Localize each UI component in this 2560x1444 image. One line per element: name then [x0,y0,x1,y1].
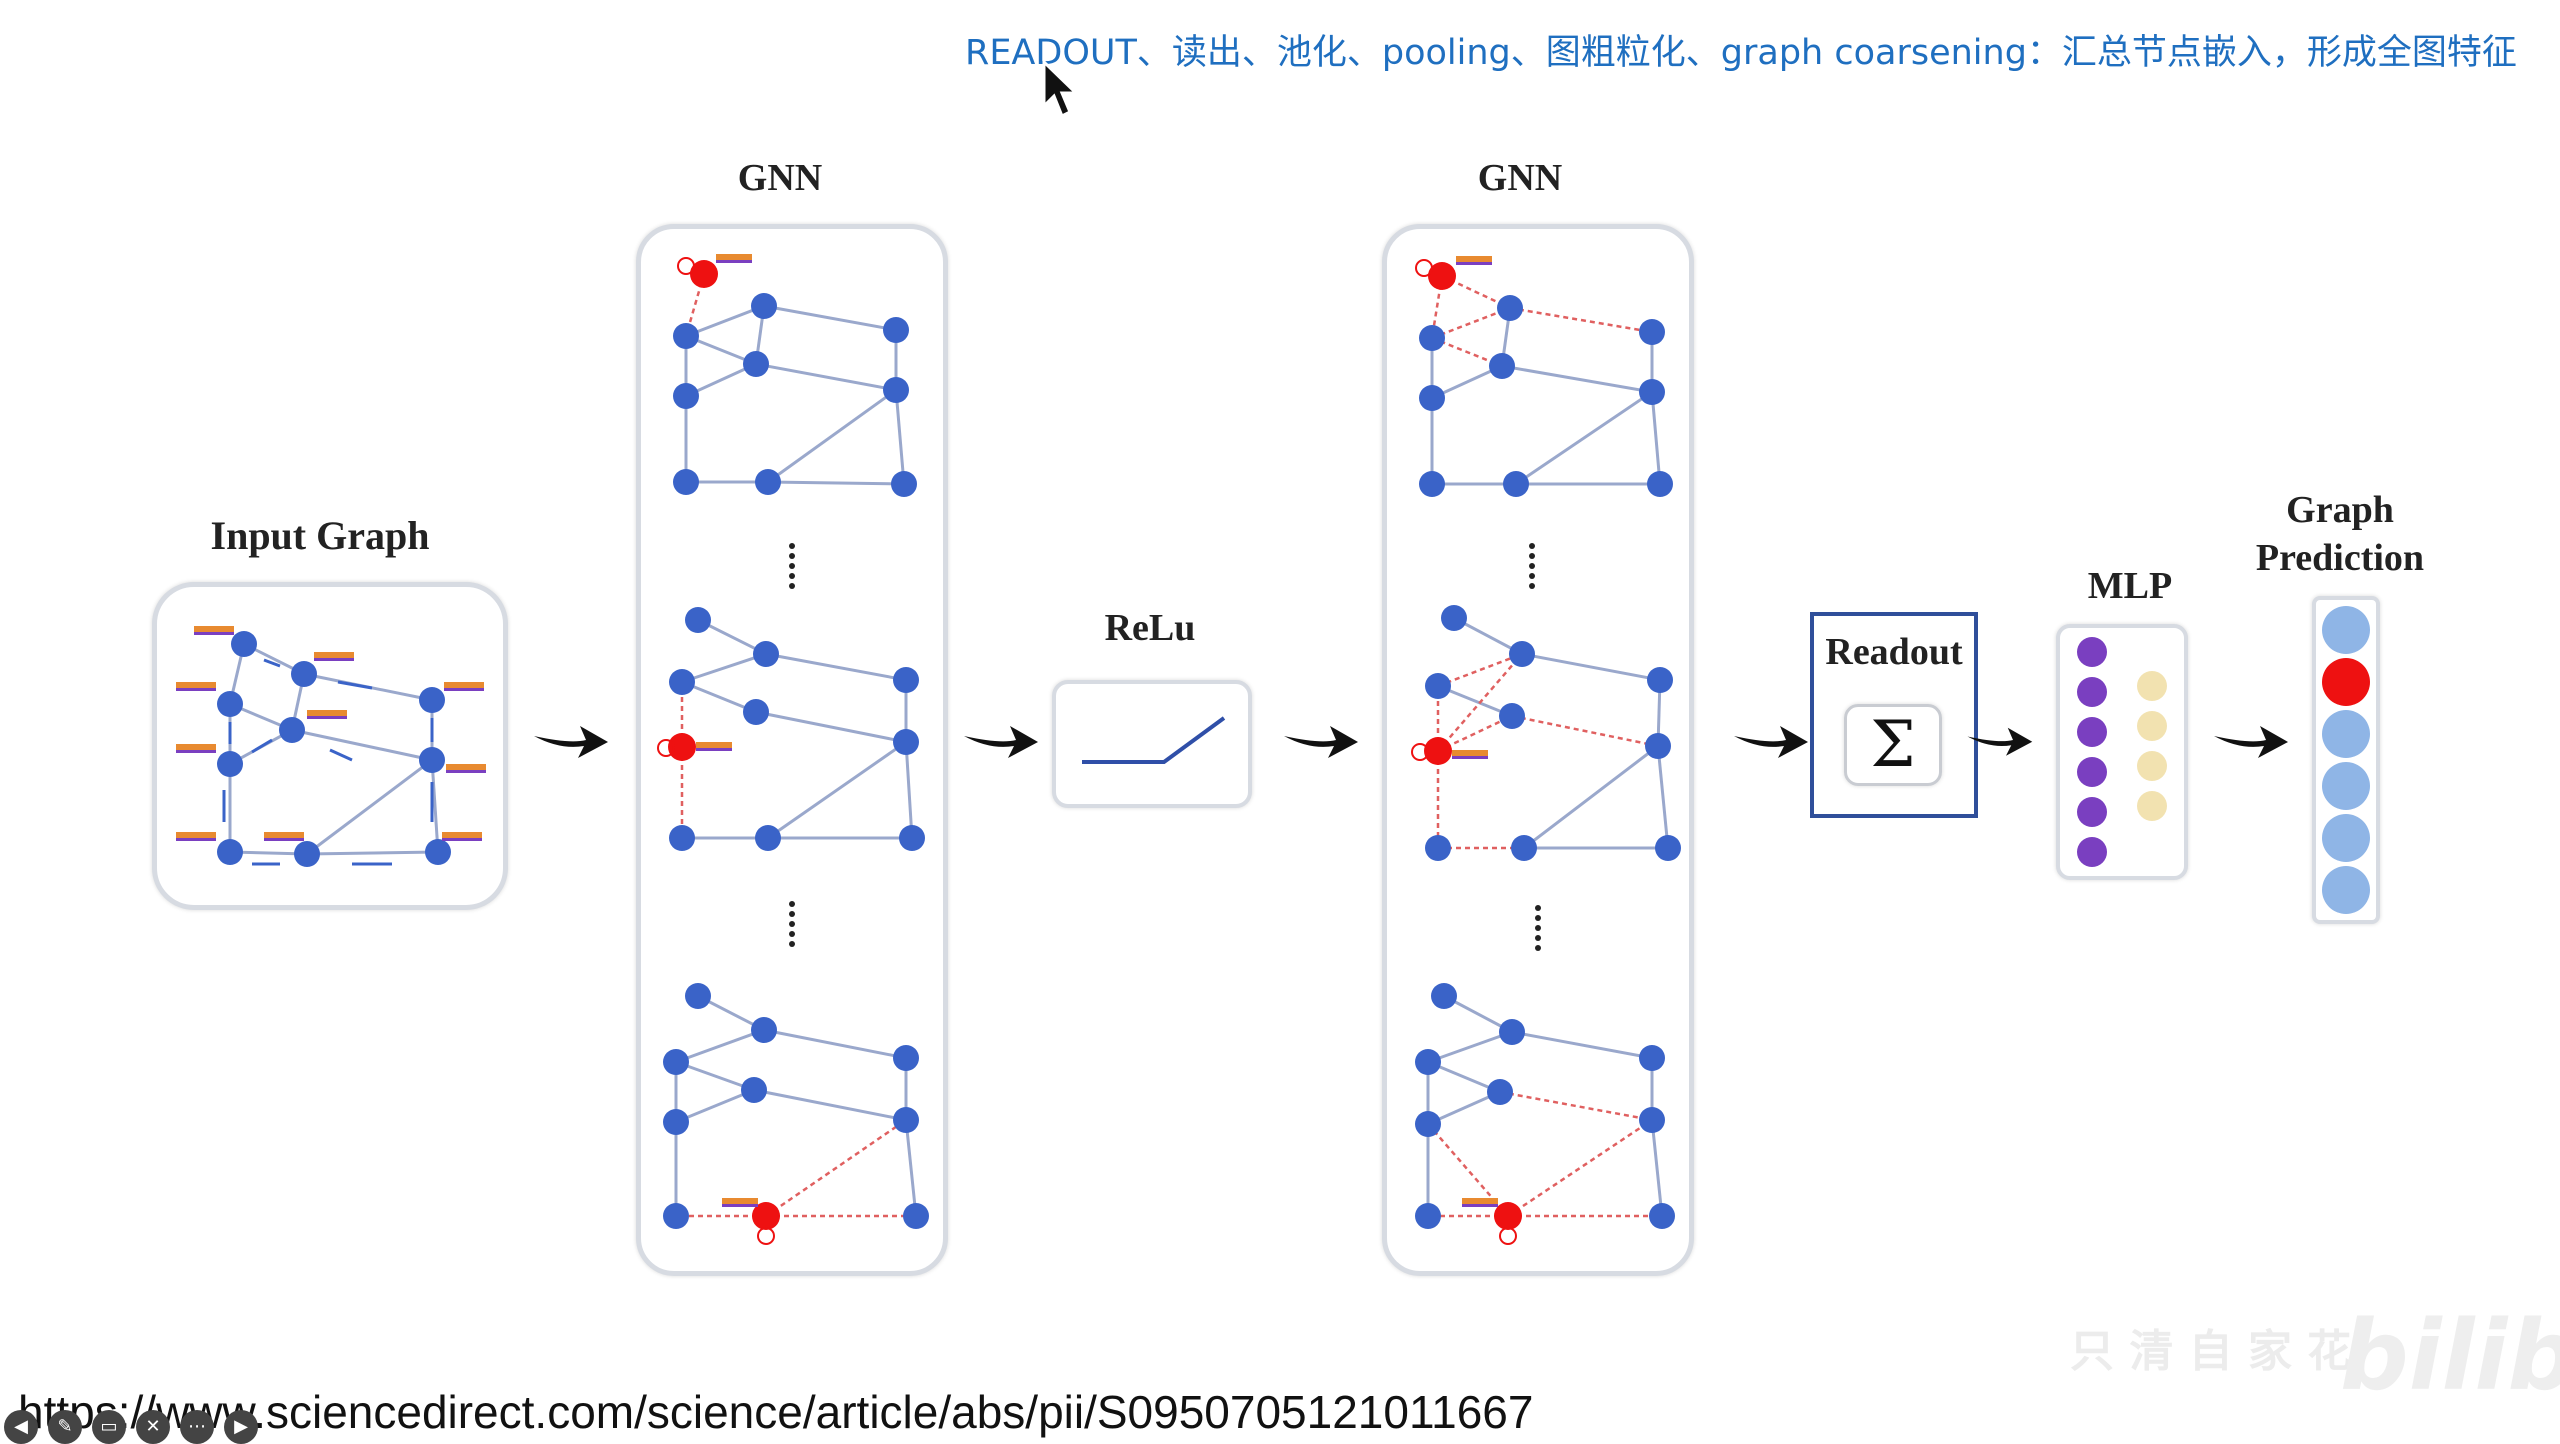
mute-icon[interactable]: ✕ [136,1410,170,1444]
mlp-neurons [2077,637,2167,867]
pen-icon[interactable]: ✎ [48,1410,82,1444]
readout-label: Readout [1825,631,1963,673]
cursor-icon [1042,60,1080,119]
input-graph [176,626,486,867]
gnn-label-2: GNN [1477,157,1563,199]
mlp-label: MLP [2087,565,2173,607]
forward-icon[interactable]: ▶ [224,1410,258,1444]
readout-box: Readout Σ [1810,612,1978,818]
more-icon[interactable]: ⋯ [180,1410,214,1444]
arrow-icon-4 [1734,726,1808,758]
mlp-panel [2056,624,2188,880]
prediction-label-line1: Graph [2286,489,2394,531]
watermark-text: 只 清 自 家 花 [2070,1326,2352,1377]
arrow-icon-2 [964,726,1038,758]
prediction-label-line2: Prediction [2255,537,2425,579]
back-icon[interactable]: ◀ [4,1410,38,1444]
relu-label: ReLu [1104,607,1196,649]
gnn-graph-1 [657,254,929,1245]
sigma-icon: Σ [1844,704,1942,786]
arrow-icon-1 [534,726,608,758]
input-graph-label: Input Graph [210,513,430,558]
source-url[interactable]: https://www.sciencedirect.com/science/ar… [18,1386,1534,1438]
arrow-icon-3 [1284,726,1358,758]
gnn-graph-2 [1411,256,1681,1245]
gnn-label-1: GNN [737,157,823,199]
relu-box [1052,680,1252,808]
prediction-neurons [2322,606,2370,914]
bilibili-logo: bilibili [2340,1300,2560,1412]
arrow-icon-5 [1967,727,2033,756]
relu-curve [1082,716,1226,764]
player-controls: ◀ ✎ ▭ ✕ ⋯ ▶ [4,1410,258,1444]
cc-icon[interactable]: ▭ [92,1410,126,1444]
arrow-icon-6 [2214,726,2288,758]
caption-text: READOUT、读出、池化、pooling、图粗粒化、graph coarsen… [965,33,2517,73]
